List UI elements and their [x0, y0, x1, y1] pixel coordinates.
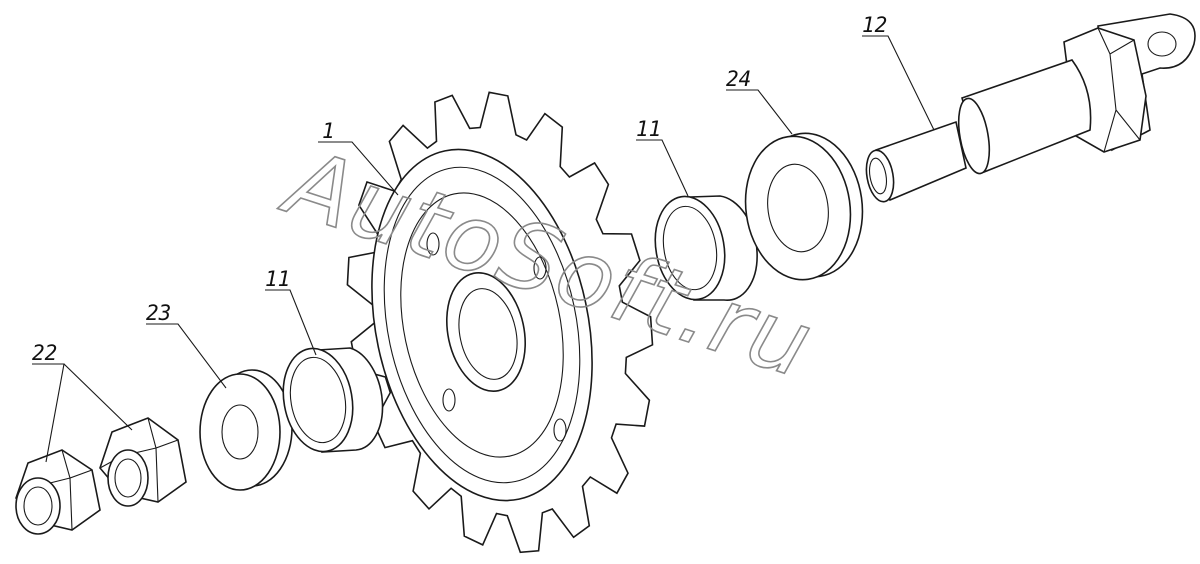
bushing-right	[654, 195, 758, 302]
nut-back	[99, 417, 187, 507]
leader-lines	[32, 35, 935, 463]
callout-washer-small: 23	[146, 301, 171, 325]
washer-large	[744, 132, 864, 281]
callout-axle: 12	[862, 13, 887, 37]
nut-front	[15, 449, 101, 535]
bushing-left	[282, 347, 384, 453]
callout-sprocket: 1	[322, 119, 335, 143]
callout-bushing-left: 11	[265, 267, 290, 291]
washer-small	[199, 369, 293, 491]
sprocket-part	[346, 91, 654, 554]
callout-labels: 1 22 23 11 11 24 12	[32, 13, 887, 365]
callout-bushing-right: 11	[636, 117, 661, 141]
callout-nut: 22	[32, 341, 57, 365]
axle-pin	[865, 13, 1196, 203]
callout-washer-large: 24	[726, 67, 751, 91]
